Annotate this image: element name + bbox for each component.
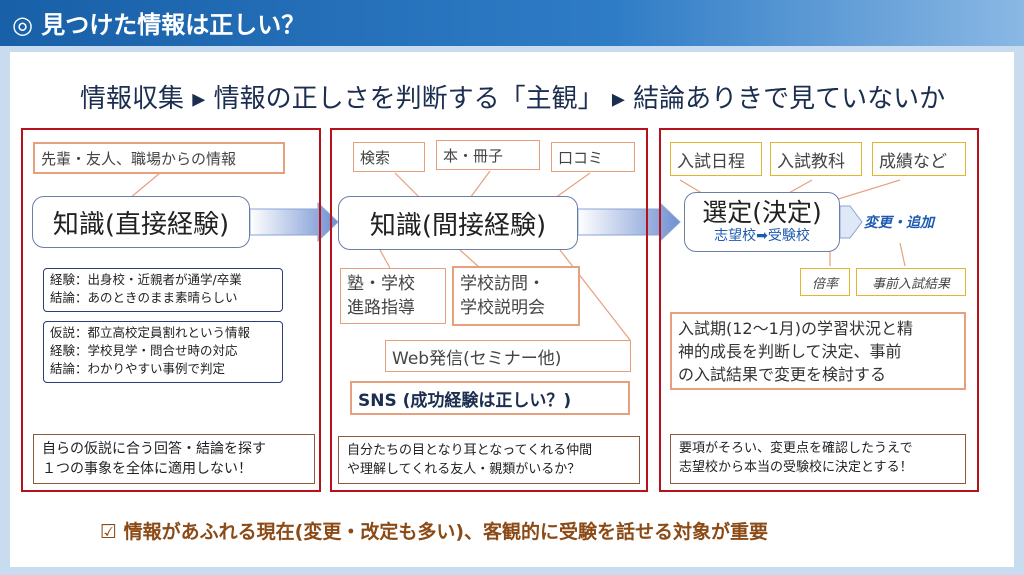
subtitle: 情報収集 ▸ 情報の正しさを判断する「主観」 ▸ 結論ありきで見ていないか xyxy=(80,84,946,114)
school-visit-box: 学校訪問・ 学校説明会 xyxy=(452,266,580,326)
pretest-result-box: 事前入試結果 xyxy=(856,268,966,296)
direct-knowledge-box: 知識(直接経験) xyxy=(32,196,250,248)
selection-box: 選定(決定) 志望校➡受験校 xyxy=(684,192,840,252)
books-box: 本・冊子 xyxy=(436,140,540,170)
source-info-box: 先輩・友人、職場からの情報 xyxy=(33,142,285,174)
col3-footer: 要項がそろい、変更点を確認したうえで 志望校から本当の受験校に決定とする！ xyxy=(670,434,966,484)
web-box: Web発信(セミナー他) xyxy=(385,340,631,372)
col1-footer: 自らの仮説に合う回答・結論を探す １つの事象を全体に適用しない！ xyxy=(33,434,315,484)
exam-subjects-box: 入試教科 xyxy=(770,142,862,176)
col2-footer: 自分たちの目となり耳となってくれる仲間 や理解してくれる友人・親類がいるか？ xyxy=(338,436,640,484)
selection-description: 入試期(12〜1月)の学習状況と精 神的成長を判断して決定、事前 の入試結果で変… xyxy=(670,312,966,390)
grades-box: 成績など xyxy=(872,142,966,176)
column-direct-experience xyxy=(21,128,321,492)
cram-school-box: 塾・学校 進路指導 xyxy=(340,268,446,324)
search-box: 検索 xyxy=(353,142,425,172)
indirect-knowledge-box: 知識(間接経験) xyxy=(338,196,578,250)
selection-title: 選定(決定) xyxy=(702,198,822,227)
sns-box: SNS (成功経験は正しい？) xyxy=(350,381,630,415)
experience-note-2: 仮説：都立高校定員割れという情報 経験：学校見学・問合せ時の対応 結論：わかりや… xyxy=(43,321,283,383)
slide-title: ◎ 見つけた情報は正しい？ xyxy=(12,11,306,39)
column-selection xyxy=(659,128,979,492)
exam-schedule-box: 入試日程 xyxy=(670,142,762,176)
column-indirect-experience xyxy=(330,128,648,492)
change-add-label: 変更・追加 xyxy=(864,215,934,231)
reviews-box: 口コミ xyxy=(551,142,635,172)
bottom-conclusion: ☑ 情報があふれる現在(変更・改定も多い)、客観的に受験を話せる対象が重要 xyxy=(100,521,769,543)
ratio-box: 倍率 xyxy=(800,268,850,296)
selection-subtitle: 志望校➡受験校 xyxy=(714,228,810,244)
experience-note-1: 経験：出身校・近親者が通学/卒業 結論：あのときのまま素晴らしい xyxy=(43,268,283,312)
title-bar: ◎ 見つけた情報は正しい？ xyxy=(0,0,1024,46)
